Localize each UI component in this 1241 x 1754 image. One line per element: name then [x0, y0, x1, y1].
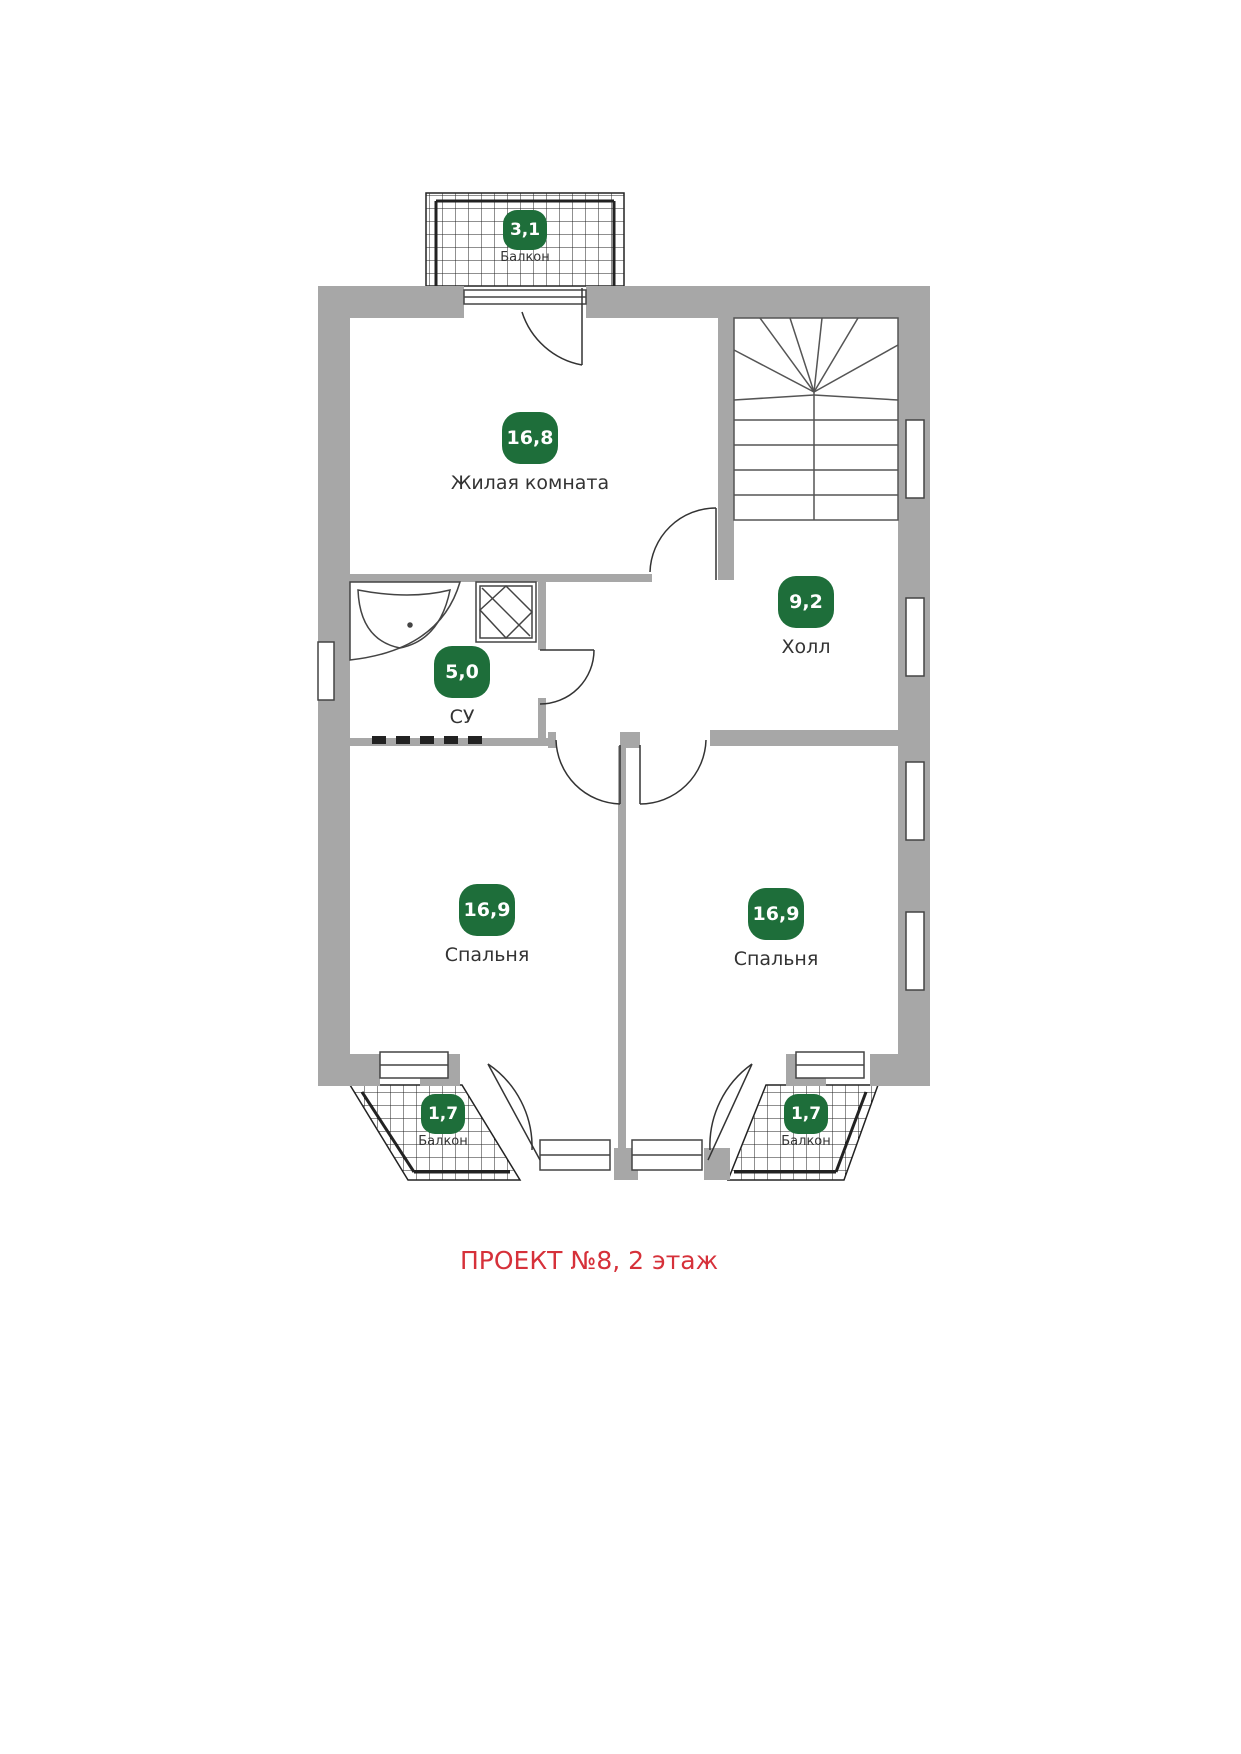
room-bathroom: 5,0 СУ	[412, 646, 512, 728]
area-badge: 1,7	[784, 1094, 828, 1134]
room-name: Жилая комната	[450, 472, 610, 494]
area-badge: 1,7	[421, 1094, 465, 1134]
room-balcony-left: 1,7 Балкон	[393, 1094, 493, 1149]
area-badge: 16,9	[459, 884, 515, 936]
room-name: Спальня	[733, 948, 819, 970]
area-badge: 16,8	[502, 412, 558, 464]
balcony-top	[425, 192, 625, 287]
room-name: Балкон	[500, 250, 550, 265]
room-bedroom-right: 16,9 Спальня	[716, 888, 836, 970]
room-bedroom-left: 16,9 Спальня	[427, 884, 547, 966]
room-balcony-right: 1,7 Балкон	[756, 1094, 856, 1149]
area-badge: 5,0	[434, 646, 490, 698]
bathtub-icon	[349, 581, 462, 661]
area-badge: 9,2	[778, 576, 834, 628]
room-name: Балкон	[418, 1134, 468, 1149]
room-name: Холл	[781, 636, 831, 658]
room-name: Балкон	[781, 1134, 831, 1149]
room-balcony-top: 3,1 Балкон	[475, 210, 575, 265]
shower-icon	[475, 581, 537, 643]
room-name: Спальня	[444, 944, 530, 966]
staircase	[733, 317, 899, 521]
room-name: СУ	[449, 706, 475, 728]
room-hall: 9,2 Холл	[746, 576, 866, 658]
project-caption: ПРОЕКТ №8, 2 этаж	[460, 1246, 719, 1275]
area-badge: 16,9	[748, 888, 804, 940]
vent-grille	[372, 736, 482, 744]
doors	[487, 288, 753, 1161]
area-badge: 3,1	[503, 210, 547, 250]
room-living: 16,8 Жилая комната	[430, 412, 630, 494]
windows	[317, 289, 925, 1171]
